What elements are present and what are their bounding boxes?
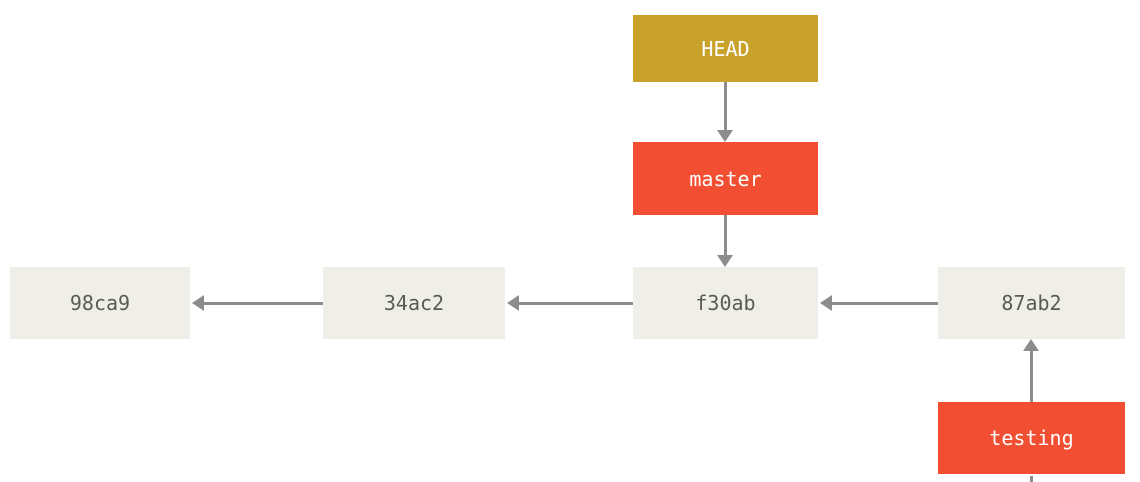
commit-34ac2-box: 34ac2 <box>323 267 505 339</box>
arrow-left-icon <box>192 295 204 311</box>
commit-98ca9-box: 98ca9 <box>10 267 190 339</box>
branch-testing-box: testing <box>938 402 1125 474</box>
commit-87ab2-label: 87ab2 <box>1001 291 1062 315</box>
arrow-line <box>204 302 323 305</box>
branch-master-box: master <box>633 142 818 215</box>
head-pointer-box: HEAD <box>633 15 818 82</box>
arrow-down-icon <box>717 255 733 267</box>
commit-f30ab-box: f30ab <box>633 267 818 339</box>
arrow-line <box>724 82 727 130</box>
commit-f30ab-label: f30ab <box>695 291 756 315</box>
arrow-line <box>724 215 727 255</box>
arrow-left-icon <box>507 295 519 311</box>
commit-98ca9-label: 98ca9 <box>69 291 131 315</box>
arrow-up-icon <box>1023 339 1039 351</box>
arrow-line <box>519 302 633 305</box>
branch-master-label: master <box>689 166 762 191</box>
head-label: HEAD <box>701 36 750 61</box>
arrow-left-icon <box>820 295 832 311</box>
cutoff-line <box>1030 476 1033 482</box>
commit-87ab2-box: 87ab2 <box>938 267 1125 339</box>
branch-testing-label: testing <box>989 426 1074 450</box>
arrow-down-icon <box>717 130 733 142</box>
arrow-line <box>1030 351 1033 402</box>
commit-34ac2-label: 34ac2 <box>383 291 445 315</box>
arrow-line <box>832 302 938 305</box>
